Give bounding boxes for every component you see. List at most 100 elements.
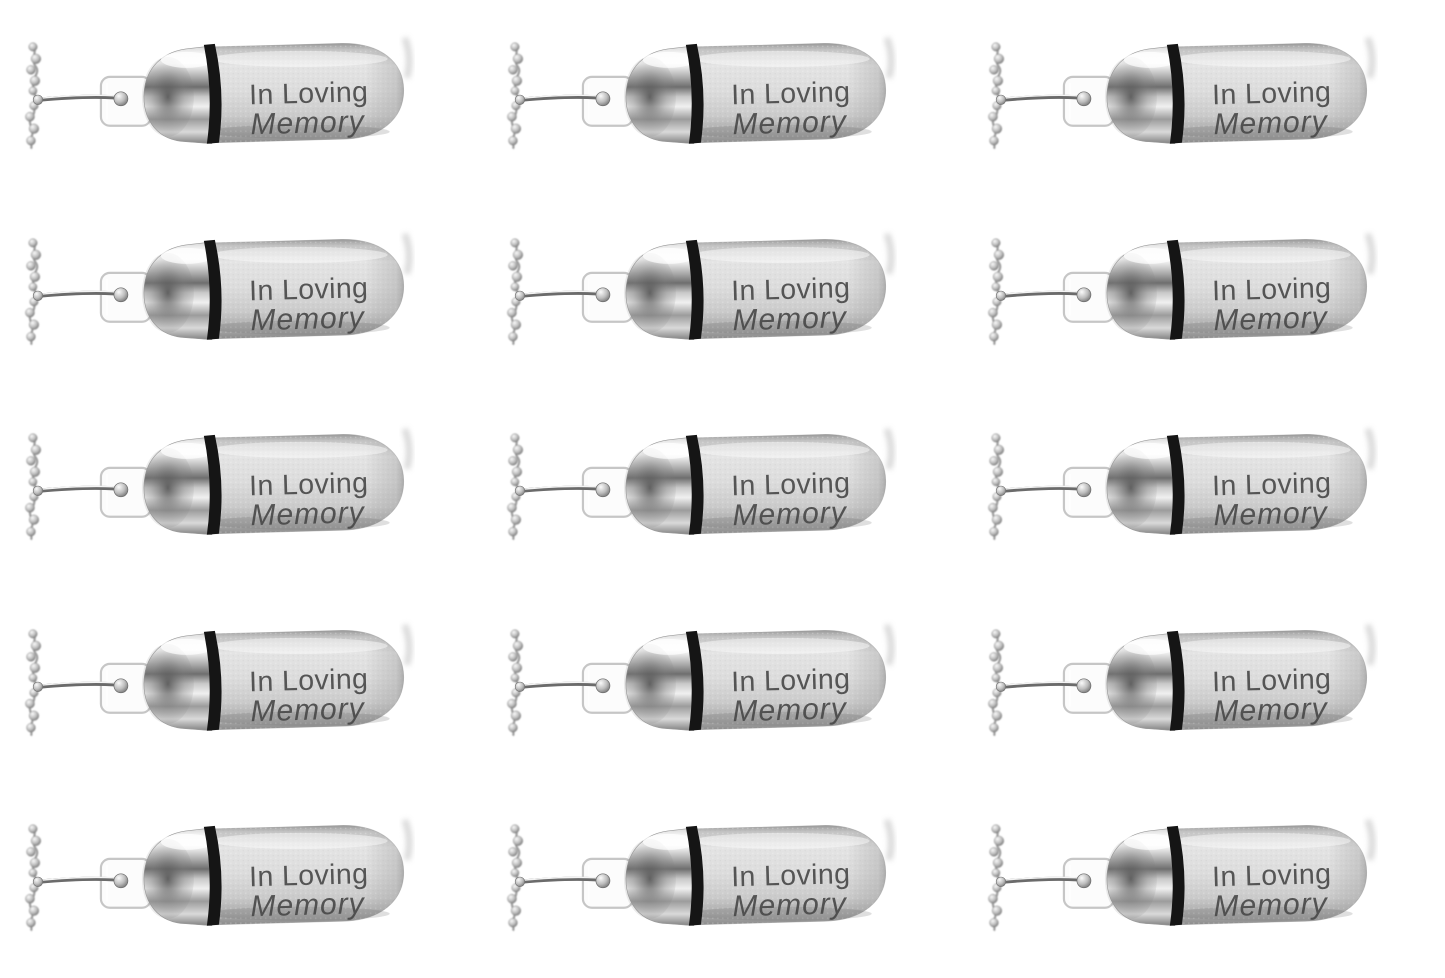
engraving: In Loving Memory: [1212, 663, 1332, 728]
cap-reflection: [141, 839, 194, 920]
cap-reflection: [141, 56, 194, 137]
chrome-cap: [1105, 241, 1177, 340]
body-sheen: [211, 442, 388, 459]
engraving-line1: In Loving: [730, 467, 850, 502]
engraving: In Loving Memory: [1212, 858, 1332, 924]
blur-smudge: [1365, 36, 1376, 79]
engraving-line1: In Loving: [1212, 467, 1332, 502]
bail-wire: [32, 482, 129, 498]
o-ring-band: [685, 435, 704, 535]
engraving-line1: In Loving: [1212, 76, 1332, 111]
cap-reflection: [623, 252, 676, 333]
engraving-line2: Memory: [1213, 888, 1329, 924]
pendant-photo-tile: In Loving Memory: [481, 586, 964, 783]
engraving-line2: Memory: [250, 692, 366, 728]
capsule-body: [691, 825, 886, 926]
bail-wire: [514, 678, 610, 693]
body-shadow: [209, 907, 390, 922]
engraving: In Loving Memory: [249, 272, 369, 337]
pendant-photo-tile: In Loving Memory: [481, 782, 964, 978]
body-sheen: [693, 50, 870, 67]
engraving-line2: Memory: [250, 888, 366, 924]
chrome-cap: [623, 632, 695, 731]
body-shadow: [691, 907, 872, 922]
bail-wire: [32, 91, 129, 107]
o-ring-band: [685, 630, 704, 731]
capsule-body: [209, 238, 405, 339]
o-ring-band: [203, 630, 222, 731]
engraving-line2: Memory: [250, 105, 366, 141]
body-shadow: [1173, 907, 1354, 922]
capsule-body: [209, 629, 405, 730]
cap-highlight: [1124, 51, 1177, 68]
capsule-body: [209, 434, 405, 535]
pendant-photo-tile: In Loving Memory: [0, 586, 482, 783]
o-ring-band: [1167, 826, 1185, 927]
pendant-photo: In Loving Memory: [25, 623, 413, 737]
cap-highlight: [642, 834, 695, 851]
bail-wire: [32, 873, 129, 889]
engraving-line2: Memory: [1213, 105, 1329, 141]
bail-wire: [514, 91, 610, 107]
engraving: In Loving Memory: [730, 467, 850, 532]
body-shadow: [209, 320, 390, 335]
blur-smudge: [1365, 623, 1376, 666]
chrome-cap: [623, 241, 695, 340]
chrome-cap: [1105, 827, 1177, 927]
cap-reflection: [1105, 252, 1158, 333]
body-sheen: [693, 246, 870, 263]
engraving-line1: In Loving: [730, 663, 850, 698]
engraving-line1: In Loving: [1212, 858, 1332, 893]
cap-reflection: [141, 252, 194, 333]
capsule-body: [209, 43, 405, 144]
capsule-body: [1173, 629, 1368, 730]
body-sheen: [1175, 833, 1352, 850]
body-shadow: [1173, 515, 1354, 530]
capsule-body: [691, 238, 886, 339]
o-ring-band: [203, 43, 222, 144]
engraving-line2: Memory: [732, 888, 848, 924]
bail-wire: [32, 287, 129, 302]
engraving: In Loving Memory: [730, 272, 850, 337]
pendant-photo: In Loving Memory: [25, 232, 413, 345]
engraving-line2: Memory: [732, 496, 848, 532]
blur-smudge: [883, 819, 894, 862]
cap-highlight: [1124, 834, 1177, 851]
blur-smudge: [401, 623, 413, 666]
chrome-cap: [141, 45, 213, 145]
pendant-photo-tile: In Loving Memory: [0, 0, 482, 196]
blur-smudge: [401, 36, 413, 79]
pendant-photo: In Loving Memory: [25, 36, 413, 150]
engraving-line2: Memory: [250, 496, 366, 532]
ball-chain-icon: [988, 238, 1005, 345]
chrome-cap: [141, 436, 213, 536]
o-ring-band: [203, 826, 222, 927]
cap-reflection: [623, 56, 676, 137]
ball-chain-icon: [988, 629, 1005, 737]
cap-highlight: [642, 638, 695, 655]
body-sheen: [1175, 246, 1352, 263]
o-ring-band: [685, 826, 704, 927]
capsule-body: [1173, 43, 1368, 144]
body-sheen: [1175, 442, 1352, 459]
blur-smudge: [1365, 232, 1376, 275]
cap-highlight: [160, 443, 213, 460]
engraving: In Loving Memory: [730, 663, 850, 728]
cap-highlight: [160, 51, 213, 68]
cap-highlight: [1124, 443, 1177, 460]
body-shadow: [209, 124, 390, 139]
blur-smudge: [883, 36, 894, 79]
blur-smudge: [401, 427, 413, 470]
body-sheen: [211, 246, 388, 263]
capsule-body: [1173, 825, 1368, 926]
bail-wire: [514, 482, 610, 498]
cap-highlight: [642, 443, 695, 460]
pendant-photo: In Loving Memory: [988, 427, 1376, 541]
bail-wire: [32, 678, 129, 693]
cap-reflection: [623, 448, 676, 528]
engraving: In Loving Memory: [1212, 272, 1332, 337]
chrome-cap: [1105, 436, 1177, 536]
engraving-line2: Memory: [1213, 496, 1329, 532]
bail-wire: [514, 873, 610, 889]
